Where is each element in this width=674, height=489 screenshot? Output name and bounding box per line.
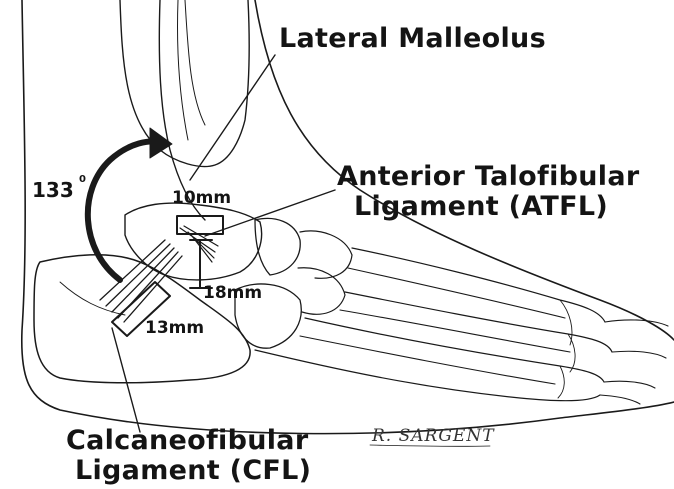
atfl-length-measure: 18mm [203,285,262,302]
angle-value: 133 [32,180,74,200]
cfl-label-line2: Ligament (CFL) [75,457,311,484]
leader-lateral-malleolus [190,55,275,180]
leader-cfl [112,328,140,432]
atfl-width-measure: 10mm [172,190,231,207]
cfl-label-line1: Calcaneofibular [66,427,308,454]
atfl-label-line2: Ligament (ATFL) [354,193,608,220]
atfl-label-line1: Anterior Talofibular [337,163,639,190]
fibula [159,0,205,220]
cfl-length-measure: 13mm [145,320,204,337]
angle-arc [88,141,160,280]
lateral-malleolus-label: Lateral Malleolus [279,25,546,52]
metatarsal-2 [345,292,612,352]
calcaneus [34,255,250,383]
cfl-fibers [100,240,182,322]
angle-arrowhead [150,128,172,158]
angle-degree-mark: 0 [79,175,86,185]
phalanges [600,320,668,404]
artist-signature: R. SARGENT [372,426,495,446]
metatarsal-5 [255,350,600,401]
